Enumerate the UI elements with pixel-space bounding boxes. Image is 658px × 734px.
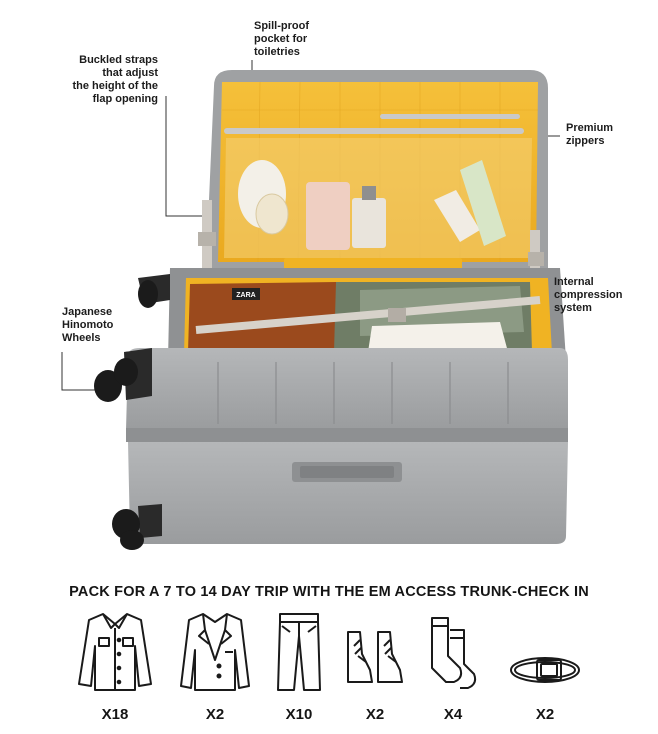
callout-wheels: Japanese Hinomoto Wheels: [62, 306, 114, 344]
callout-buckled-straps: Buckled straps that adjust the height of…: [72, 54, 158, 105]
suitcase-lid: [206, 70, 548, 274]
callout-premium-zippers: Premium zippers: [566, 122, 614, 147]
pack-count-shoes: X2: [365, 706, 385, 723]
pack-count-socks: X4: [443, 706, 463, 723]
suitcase-illustration: ZARA: [61, 60, 568, 550]
buckled-straps: [198, 200, 544, 300]
pack-count-shirts: X18: [101, 706, 129, 723]
belt-icon: [510, 657, 580, 683]
pack-item-blazers: [170, 610, 260, 694]
pack-count-blazers: X2: [205, 706, 225, 723]
suitcase-shell: [126, 348, 568, 544]
pack-item-belts: [500, 610, 590, 694]
trousers-icon: [277, 613, 321, 691]
socks-icon: [431, 617, 477, 689]
pack-headline: PACK FOR A 7 TO 14 DAY TRIP WITH THE EM …: [69, 584, 589, 600]
suitcase-body: ZARA: [168, 268, 566, 360]
shoes-icon: [347, 631, 403, 683]
callout-spill-proof-pocket: Spill-proof pocket for toiletries: [254, 20, 309, 58]
shirt-icon: [78, 613, 152, 691]
pack-count-belts: X2: [535, 706, 555, 723]
pack-item-trousers: [254, 610, 344, 694]
callout-internal-compression: Internal compression system: [554, 276, 623, 314]
pack-item-socks: [408, 610, 498, 694]
blazer-icon: [180, 613, 250, 691]
pack-item-shirts: [70, 610, 160, 694]
wheels: [94, 274, 170, 550]
pack-count-trousers: X10: [285, 706, 313, 723]
brand-tag: ZARA: [236, 292, 255, 299]
pack-item-shoes: [330, 610, 420, 694]
